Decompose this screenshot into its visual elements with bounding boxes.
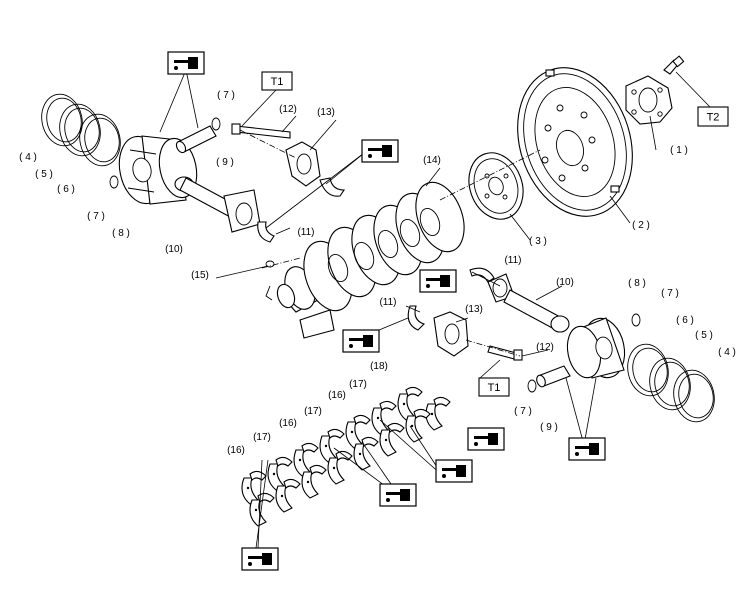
bearing-shell [353,436,379,471]
key [265,260,275,268]
bearing-shell [405,408,431,443]
part-label-7-left: ( 7 ) [87,211,105,222]
reinforcement-plate [625,75,673,125]
part-label-15: (15) [191,270,209,281]
part-label-16-b: (16) [279,418,297,429]
part-label-11-upper: (11) [297,227,314,238]
part-label-5-left: ( 5 ) [35,169,53,180]
part-label-14: (14) [423,155,441,166]
oil-marks [167,51,606,571]
bearing-shell [319,428,345,463]
part-label-12-upper: (12) [279,104,297,115]
bearing-shell [275,478,301,513]
part-label-1: ( 1 ) [670,145,688,156]
snap-ring-left [109,117,221,189]
part-label-8-right: ( 8 ) [628,278,646,289]
part-label-12-mid: (12) [536,342,554,353]
part-label-11-mid: (11) [379,297,396,308]
bearing-shell [301,464,327,499]
part-label-13-upper: (13) [317,107,335,118]
oil-can-icon [342,329,380,353]
drive-plate [517,67,633,217]
oil-can-icon [379,483,417,507]
oil-can-icon [361,139,399,163]
bearing-cap-upper [285,141,346,197]
part-label-5-right: ( 5 ) [695,330,713,341]
snap-ring-right [527,313,641,393]
crank-sprocket [468,152,524,220]
torque-box-t1-upper: T1 [261,71,293,91]
part-label-16-c: (16) [227,445,245,456]
oil-can-icon [167,51,205,75]
piston-right [566,317,626,379]
main-bearing-shells [241,386,451,527]
connecting-rod-right [487,273,570,333]
rod-bolt-mid [487,345,523,361]
part-label-10-right: (10) [556,277,574,288]
part-label-6-left: ( 6 ) [57,184,75,195]
bearing-shell [397,386,423,421]
bearing-shell [327,450,353,485]
part-label-7-right: ( 7 ) [661,288,679,299]
part-label-13-mid: (13) [465,304,483,315]
oil-can-icon [419,269,457,293]
piston-pin-right [536,365,571,388]
part-label-2: ( 2 ) [632,220,650,231]
part-label-17-c: (17) [253,432,271,443]
connecting-rod-left [174,176,261,233]
crankshaft [265,181,465,339]
rod-bolt-upper [231,123,291,139]
part-label-17-a: (17) [349,379,367,390]
bearing-shell [293,442,319,477]
bearing-shell-mid [407,267,495,331]
part-label-16-a: (16) [328,390,346,401]
part-label-9-right: ( 9 ) [540,422,558,433]
torque-label-t1-lower: T1 [488,382,501,394]
part-label-11-right-a: (11) [504,255,521,266]
torque-box-t1-lower: T1 [478,377,510,397]
torque-box-t2: T2 [697,106,729,127]
bearing-shell [267,456,293,491]
part-labels: ( 4 )( 5 )( 6 )( 7 )( 7 )( 8 )( 9 )(10)(… [19,90,736,456]
oil-can-icon [435,459,473,483]
part-label-4-left: ( 4 ) [19,152,37,163]
piston-pin-left [175,125,217,154]
part-label-4-right: ( 4 ) [718,347,736,358]
part-label-18: (18) [370,361,388,372]
part-label-3: ( 3 ) [529,236,547,247]
flywheel-bolt [663,55,685,75]
oil-can-icon [241,547,279,571]
oil-can-icon [568,437,606,461]
centerlines [239,129,541,357]
piston-rings-left [41,93,121,167]
part-label-7-bottom: ( 7 ) [514,406,532,417]
part-label-6-right: ( 6 ) [676,315,694,326]
part-label-7-topleft: ( 7 ) [217,90,235,101]
part-label-17-b: (17) [304,406,322,417]
torque-label-t1-upper: T1 [271,76,284,88]
bearing-shell-upper [257,221,275,243]
part-label-9-left: ( 9 ) [216,157,234,168]
part-label-8-left: ( 8 ) [112,228,130,239]
bearing-cap-mid [433,311,469,357]
piston-rings-right [627,343,715,423]
torque-label-t2: T2 [707,112,720,124]
oil-can-icon [467,427,505,451]
part-label-10-left: (10) [165,244,183,255]
